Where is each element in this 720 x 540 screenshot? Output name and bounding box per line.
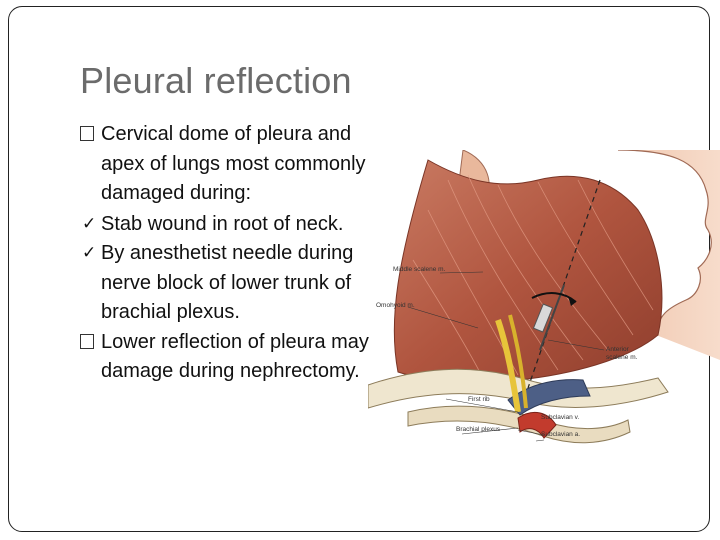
label-anterior-scalene-2: scalene m. <box>606 354 638 361</box>
bullet-text: Stab wound in root of neck. <box>101 212 344 235</box>
subclavian-artery <box>517 411 557 439</box>
label-anterior-scalene: Anterior <box>606 346 630 353</box>
needle <box>539 284 565 351</box>
label-first-rib: First rib <box>468 396 490 403</box>
brachial-plexus <box>495 319 521 413</box>
neck-muscles <box>393 159 663 383</box>
syringe <box>532 303 554 333</box>
label-subclavian-a: Subclavian a. <box>541 431 580 438</box>
square-bullet-icon <box>80 333 94 349</box>
neck-anatomy-illustration: Middle scalene m. Omohyoid m. Anterior s… <box>368 150 720 444</box>
label-brachial-plexus: Brachial plexus <box>456 426 501 433</box>
clavicle <box>368 368 669 409</box>
needle-path <box>527 179 601 389</box>
checkmark-icon: ✓ <box>82 213 97 234</box>
bullet-item: ✓ Stab wound in root of neck. <box>80 210 380 240</box>
face-outline <box>618 150 720 360</box>
slide-title: Pleural reflection <box>80 60 352 101</box>
label-middle-scalene: Middle scalene m. <box>393 266 446 273</box>
label-subclavian-v: Subclavian v. <box>541 414 579 421</box>
subclavian-vein <box>507 379 591 416</box>
bullet-item: ✓ By anesthetist needle during nerve blo… <box>80 239 380 328</box>
square-bullet-icon <box>80 126 94 141</box>
bullet-item: Cervical dome of pleura and apex of lung… <box>80 120 380 209</box>
bullet-item: Lower reflection of pleura may damage du… <box>80 328 380 387</box>
bullet-list: Cervical dome of pleura and apex of lung… <box>80 120 380 387</box>
checkmark-icon: ✓ <box>82 243 97 263</box>
bullet-text: Lower reflection of pleura may damage du… <box>101 330 369 383</box>
bullet-text: Cervical dome of pleura and apex of lung… <box>101 123 366 204</box>
bullet-text: By anesthetist needle during nerve block… <box>101 242 354 323</box>
label-omohyoid: Omohyoid m. <box>376 302 415 309</box>
